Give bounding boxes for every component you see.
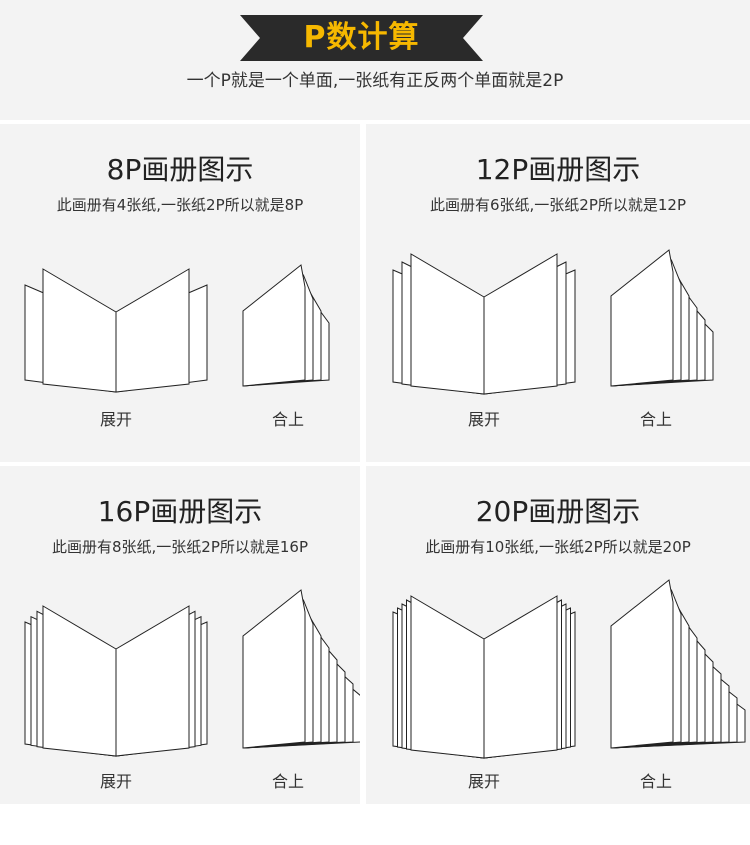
closed-book-drawing [242, 264, 330, 387]
closed-label: 合上 [271, 772, 304, 791]
title-banner: P数计算 [240, 15, 483, 61]
open-book-drawing [24, 605, 208, 757]
banner-shape [240, 15, 483, 61]
page-subtitle: 一个P就是一个单面,一张纸有正反两个单面就是2P [186, 71, 564, 91]
panel-20p: 20P画册图示 此画册有10张纸,一张纸2P所以就是20P 展开 合上 [366, 466, 750, 804]
right-page [483, 595, 558, 759]
right-page [115, 605, 190, 757]
panel-description: 此画册有10张纸,一张纸2P所以就是20P [425, 538, 691, 556]
left-page [410, 595, 485, 759]
panel-8p: 8P画册图示 此画册有4张纸,一张纸2P所以就是8P 展开 合上 [0, 124, 360, 462]
open-label: 展开 [467, 410, 500, 429]
panel-16p: 16P画册图示 此画册有8张纸,一张纸2P所以就是16P 展开 合上 [0, 466, 360, 804]
panel-description: 此画册有4张纸,一张纸2P所以就是8P [56, 196, 304, 214]
panel-12p: 12P画册图示 此画册有6张纸,一张纸2P所以就是12P 展开 合上 [366, 124, 750, 462]
left-page [42, 605, 117, 757]
page-title: P数计算 [303, 20, 420, 55]
left-page [410, 253, 485, 395]
right-page [483, 253, 558, 395]
panel-title: 20P画册图示 [475, 495, 641, 528]
panel-title: 16P画册图示 [97, 495, 263, 528]
booklet-illustration [24, 589, 360, 757]
panel-title: 12P画册图示 [475, 153, 641, 186]
left-page [42, 268, 117, 393]
closed-label: 合上 [639, 772, 672, 791]
open-label: 展开 [99, 772, 132, 791]
header-section: P数计算 一个P就是一个单面,一张纸有正反两个单面就是2P [0, 0, 750, 120]
booklet-illustration [392, 249, 714, 395]
closed-book-drawing [242, 589, 360, 749]
open-book-drawing [392, 595, 576, 759]
panel-description: 此画册有8张纸,一张纸2P所以就是16P [51, 538, 309, 556]
panel-description: 此画册有6张纸,一张纸2P所以就是12P [429, 196, 687, 214]
open-label: 展开 [467, 772, 500, 791]
closed-book-drawing [610, 579, 746, 749]
right-page [115, 268, 190, 393]
closed-page [610, 579, 674, 749]
booklet-illustration [24, 264, 330, 393]
booklet-illustration [392, 579, 746, 759]
open-book-drawing [24, 268, 208, 393]
closed-page [242, 264, 306, 387]
panel-title: 8P画册图示 [106, 153, 254, 186]
closed-page [242, 589, 306, 749]
open-label: 展开 [99, 410, 132, 429]
open-book-drawing [392, 253, 576, 395]
closed-label: 合上 [639, 410, 672, 429]
closed-page [610, 249, 674, 387]
closed-label: 合上 [271, 410, 304, 429]
closed-book-drawing [610, 249, 714, 387]
